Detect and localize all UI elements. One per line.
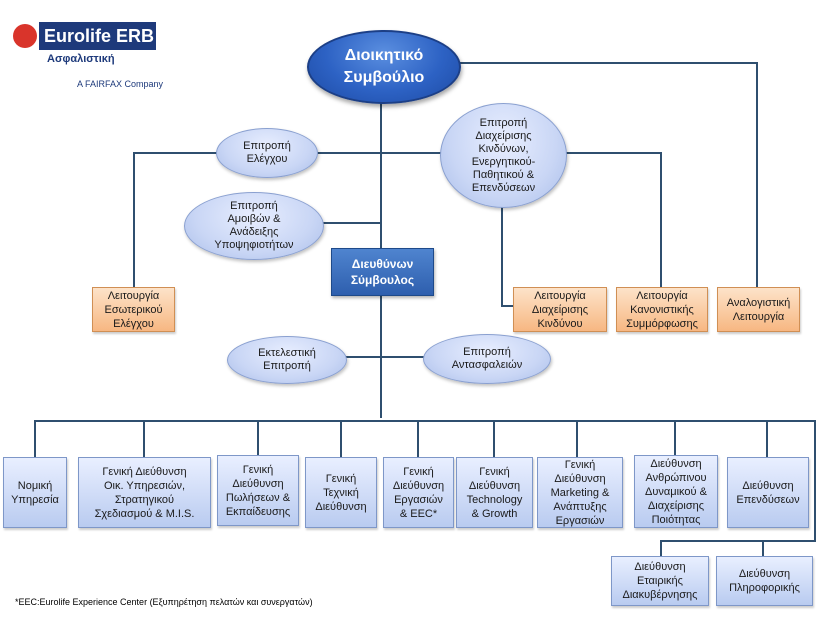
remuneration-committee: Επιτροπή Αμοιβών & Ανάδειξης Υποψηφιοτήτ… bbox=[184, 192, 324, 260]
department-box: Γενική Τεχνική Διεύθυνση bbox=[305, 457, 377, 528]
connector-line bbox=[501, 305, 513, 307]
connector-line bbox=[660, 540, 816, 542]
connector-line bbox=[660, 540, 662, 556]
actuarial-function: Αναλογιστική Λειτουργία bbox=[717, 287, 800, 332]
ceo-box: Διευθύνων Σύμβουλος bbox=[331, 248, 434, 296]
connector-line bbox=[493, 420, 495, 457]
connector-line bbox=[501, 205, 503, 306]
risk-management-function: Λειτουργία Διαχείρισης Κινδύνου bbox=[513, 287, 607, 332]
department-box: Γενική Διεύθυνση Marketing & Ανάπτυξης Ε… bbox=[537, 457, 623, 528]
connector-line bbox=[756, 62, 758, 288]
department-box: Γενική Διεύθυνση Οικ. Υπηρεσιών, Στρατηγ… bbox=[78, 457, 211, 528]
connector-line bbox=[660, 152, 662, 288]
connector-line bbox=[320, 222, 381, 224]
department-box: Διεύθυνση Επενδύσεων bbox=[727, 457, 809, 528]
department-box: Διεύθυνση Ανθρώπινου Δυναμικού & Διαχείρ… bbox=[634, 455, 718, 528]
department-box: Γενική Διεύθυνση Πωλήσεων & Εκπαίδευσης bbox=[217, 455, 299, 526]
department-box: Γενική Διεύθυνση Technology & Growth bbox=[456, 457, 533, 528]
risk-committee: Επιτροπή Διαχείρισης Κινδύνων, Ενεργητικ… bbox=[440, 103, 567, 208]
audit-committee: Επιτροπή Ελέγχου bbox=[216, 128, 318, 178]
compliance-function: Λειτουργία Κανονιστικής Συμμόρφωσης bbox=[616, 287, 708, 332]
connector-line bbox=[762, 540, 764, 556]
connector-line bbox=[133, 152, 135, 288]
reinsurance-committee: Επιτροπή Αντασφαλειών bbox=[423, 334, 551, 384]
connector-line bbox=[766, 420, 768, 457]
fairfax-tagline: A FAIRFAX Company bbox=[77, 79, 164, 89]
connector-line bbox=[417, 420, 419, 457]
connector-line bbox=[674, 420, 676, 457]
footnote: *EEC:Eurolife Experience Center (Εξυπηρέ… bbox=[15, 597, 313, 607]
board-of-directors: Διοικητικό Συμβούλιο bbox=[307, 30, 461, 104]
connector-line bbox=[576, 420, 578, 457]
connector-line bbox=[34, 420, 36, 457]
department-box: Διεύθυνση Εταιρικής Διακυβέρνησης bbox=[611, 556, 709, 606]
brand-subtitle: Ασφαλιστική bbox=[47, 53, 115, 65]
executive-committee: Εκτελεστική Επιτροπή bbox=[227, 336, 347, 384]
connector-line bbox=[257, 420, 259, 457]
department-box: Γενική Διεύθυνση Εργασιών & EEC* bbox=[383, 457, 454, 528]
brand-logo: Eurolife ERB bbox=[39, 22, 156, 50]
connector-line bbox=[340, 420, 342, 457]
connector-line bbox=[143, 420, 145, 457]
connector-line bbox=[456, 62, 758, 64]
connector-line bbox=[345, 356, 425, 358]
eurolife-logo-icon bbox=[13, 24, 37, 48]
internal-audit-function: Λειτουργία Εσωτερικού Ελέγχου bbox=[92, 287, 175, 332]
connector-line bbox=[34, 420, 815, 422]
department-box: Νομική Υπηρεσία bbox=[3, 457, 67, 528]
connector-line bbox=[814, 420, 816, 540]
department-box: Διεύθυνση Πληροφορικής bbox=[716, 556, 813, 606]
